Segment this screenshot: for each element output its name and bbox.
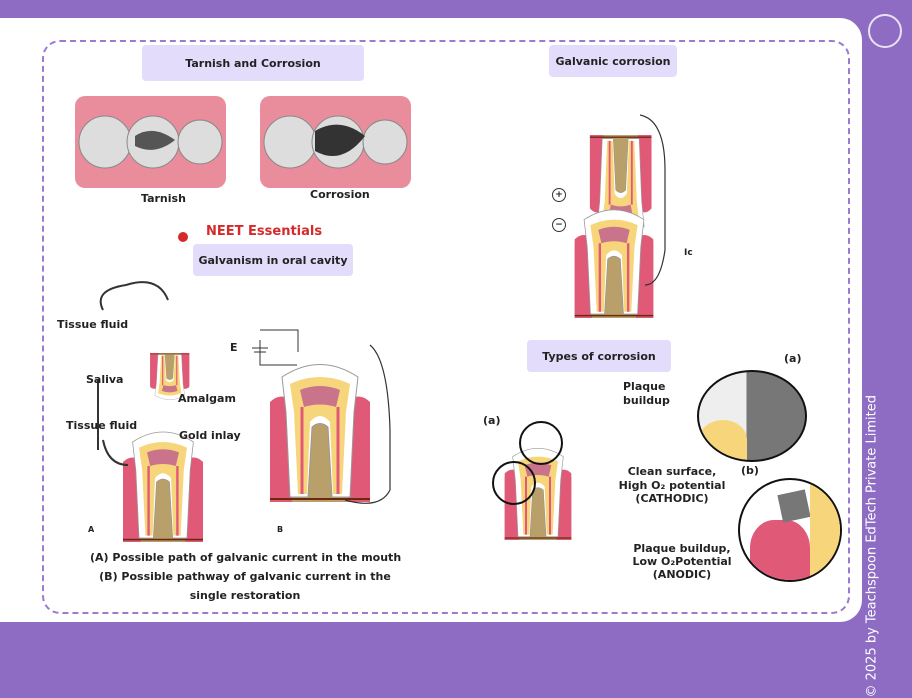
anode-plus-symbol: + <box>552 188 566 202</box>
tissue-fluid-bottom-label: Tissue fluid <box>66 419 138 432</box>
b-label: (b) <box>741 464 759 477</box>
detail-circle-a <box>697 370 807 462</box>
corrosion-label: Corrosion <box>310 188 370 201</box>
pin-icon <box>178 232 188 242</box>
dashed-frame <box>42 40 850 614</box>
anodic-label-1: Plaque buildup, <box>633 542 731 555</box>
galvanic-corrosion-title: Galvanic corrosion <box>549 45 677 77</box>
corrosion-image <box>260 96 411 188</box>
detail-circle-b <box>738 478 842 582</box>
diagram-b-label: B <box>277 525 284 534</box>
galvanic-current-arrows <box>639 114 666 286</box>
battery-e-label: E <box>230 341 238 354</box>
cathode-minus-symbol: − <box>552 218 566 232</box>
zoom-circle-side <box>492 461 536 505</box>
anodic-label-3: (ANODIC) <box>652 568 712 581</box>
right-a-label: (a) <box>784 352 802 365</box>
caption-line-1: (A) Possible path of galvanic current in… <box>90 551 402 564</box>
stethoscope-logo-icon <box>868 14 902 48</box>
zoom-circle-top <box>519 421 563 465</box>
diagram-a-label: A <box>88 525 95 534</box>
copyright-text: © 2025 by Teachspoon EdTech Private Limi… <box>864 395 880 698</box>
caption-line-2: (B) Possible pathway of galvanic current… <box>99 570 391 583</box>
plaque-label-1: Plaque <box>623 380 666 393</box>
left-a-label: (a) <box>483 414 501 427</box>
saliva-label: Saliva <box>86 373 124 386</box>
plaque-label-2: buildup <box>623 394 670 407</box>
circuit-arrows <box>252 329 391 504</box>
clean-label-2: High O₂ potential <box>618 479 726 492</box>
tarnish-label: Tarnish <box>141 192 186 205</box>
clean-label-3: (CATHODIC) <box>635 492 709 505</box>
amalgam-label: Amalgam <box>178 392 236 405</box>
clean-label-1: Clean surface, <box>627 465 717 478</box>
neet-essentials-badge: NEET Essentials <box>206 224 323 239</box>
tarnish-title: Tarnish and Corrosion <box>142 45 364 81</box>
tissue-fluid-top-label: Tissue fluid <box>57 318 129 331</box>
current-path-arrows <box>97 281 169 466</box>
types-of-corrosion-title: Types of corrosion <box>527 340 671 372</box>
caption-line-3: single restoration <box>189 589 301 602</box>
ic-label: Ic <box>684 248 693 258</box>
anodic-label-2: Low O₂Potential <box>632 555 732 568</box>
galvanism-title: Galvanism in oral cavity <box>193 244 353 276</box>
gold-inlay-label: Gold inlay <box>179 429 241 442</box>
tarnish-image <box>75 96 226 188</box>
